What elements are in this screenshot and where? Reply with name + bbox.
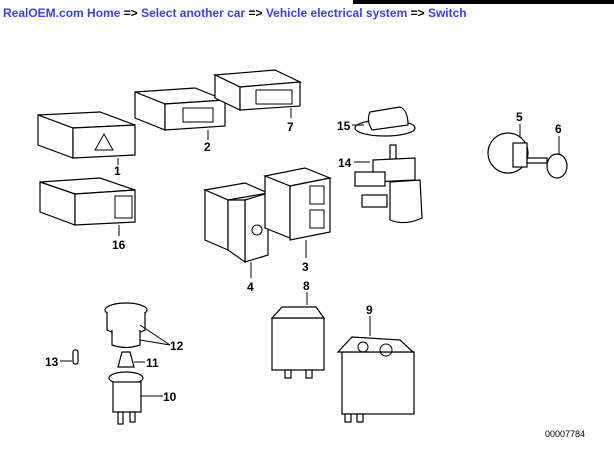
part-8-switch (270, 292, 326, 379)
callout-12[interactable]: 12 (170, 339, 184, 353)
part-5-switch-body (487, 124, 529, 174)
breadcrumb-select-car-link[interactable]: Select another car (141, 6, 246, 20)
part-1-hazard-switch (37, 111, 136, 165)
part-12-lighter-element (104, 302, 171, 349)
callout-5[interactable]: 5 (516, 110, 523, 124)
callout-13[interactable]: 13 (45, 355, 59, 369)
part-6-knob (526, 136, 568, 179)
callout-14[interactable]: 14 (338, 156, 352, 170)
part-13-bulb (60, 349, 79, 365)
callout-15[interactable]: 15 (337, 119, 351, 133)
part-16-switch (39, 177, 136, 236)
part-9-switch (336, 316, 415, 423)
breadcrumb-separator: => (248, 6, 263, 20)
callout-4[interactable]: 4 (247, 280, 254, 294)
callout-7[interactable]: 7 (287, 120, 294, 134)
top-black-bar (353, 0, 614, 4)
part-7-switch (212, 69, 303, 118)
breadcrumb-separator: => (410, 6, 425, 20)
part-15-knob (352, 106, 416, 137)
breadcrumb-separator: => (123, 6, 138, 20)
breadcrumb-home-link[interactable]: RealOEM.com Home (3, 6, 121, 20)
part-10-lighter-socket (108, 371, 163, 425)
breadcrumb-switch-link[interactable]: Switch (427, 6, 467, 20)
part-4-switch (202, 182, 271, 278)
callout-11[interactable]: 11 (146, 356, 159, 370)
callout-6[interactable]: 6 (555, 122, 562, 136)
part-3-switch (262, 167, 333, 258)
breadcrumb: RealOEM.com Home => Select another car =… (3, 6, 467, 20)
part-14-rotary-switch (354, 144, 423, 224)
callout-2[interactable]: 2 (204, 140, 211, 154)
callout-8[interactable]: 8 (303, 279, 310, 293)
callout-3[interactable]: 3 (302, 260, 309, 274)
part-11-spring (117, 351, 145, 368)
drawing-code: 00007784 (545, 429, 585, 439)
callout-10[interactable]: 10 (163, 390, 177, 404)
breadcrumb-electrical-link[interactable]: Vehicle electrical system (265, 6, 408, 20)
callout-1[interactable]: 1 (114, 164, 121, 178)
callout-9[interactable]: 9 (366, 303, 373, 317)
callout-16[interactable]: 16 (112, 238, 126, 252)
part-2-defrost-switch (134, 87, 226, 140)
